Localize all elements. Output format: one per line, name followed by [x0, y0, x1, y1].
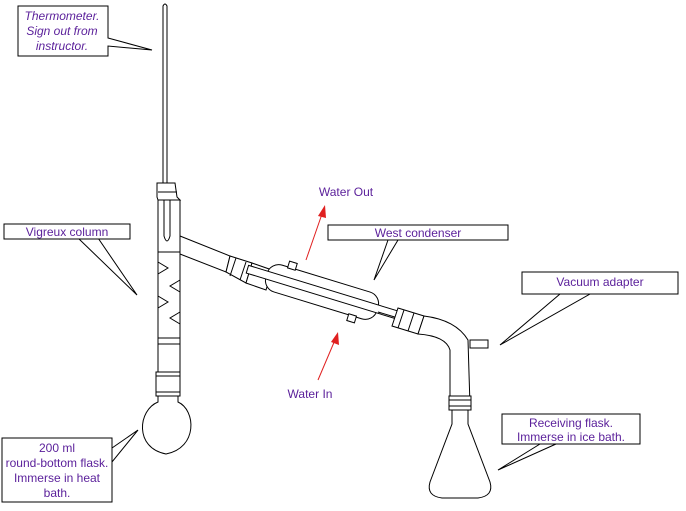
rb-flask-label-4: bath. [44, 486, 71, 500]
west-condenser [245, 260, 399, 324]
rb-flask-label-2: round-bottom flask. [6, 456, 109, 470]
thermometer-label-2: Sign out from [26, 24, 97, 38]
vigreux-label: Vigreux column [26, 225, 109, 239]
callout-rb-flask: 200 ml round-bottom flask. Immerse in he… [1, 429, 139, 503]
label-water-in: Water In [288, 387, 333, 401]
label-water-out: Water Out [319, 185, 374, 199]
callout-receiving-flask: Receiving flask. Immerse in ice bath. [497, 413, 641, 471]
vacuum-adapter [391, 307, 489, 411]
rb-flask-label-1: 200 ml [39, 441, 75, 455]
callout-vacuum-adapter: Vacuum adapter [499, 271, 679, 346]
callout-thermometer: Thermometer. Sign out from instructor. [17, 5, 153, 57]
water-in-label: Water In [288, 387, 333, 401]
rb-flask-label-3: Immerse in heat [14, 471, 101, 485]
thermometer-label-3: instructor. [36, 39, 88, 53]
west-condenser-label: West condenser [375, 226, 462, 240]
water-out-label: Water Out [319, 185, 374, 199]
vigreux-column [157, 199, 181, 373]
thermometer-label-1: Thermometer. [25, 9, 100, 23]
vacuum-adapter-label: Vacuum adapter [556, 275, 643, 289]
callout-vigreux: Vigreux column [3, 223, 138, 296]
round-bottom-flask [142, 371, 192, 455]
distillation-head-arm [179, 235, 273, 291]
receiving-flask-label-1: Receiving flask. [529, 416, 613, 430]
callout-west-condenser: West condenser [327, 224, 509, 281]
thermometer [156, 3, 182, 242]
receiving-flask-label-2: Immerse in ice bath. [517, 430, 625, 444]
water-in-arrow [317, 332, 339, 381]
receiving-flask [428, 409, 492, 499]
water-out-arrow [305, 205, 326, 261]
